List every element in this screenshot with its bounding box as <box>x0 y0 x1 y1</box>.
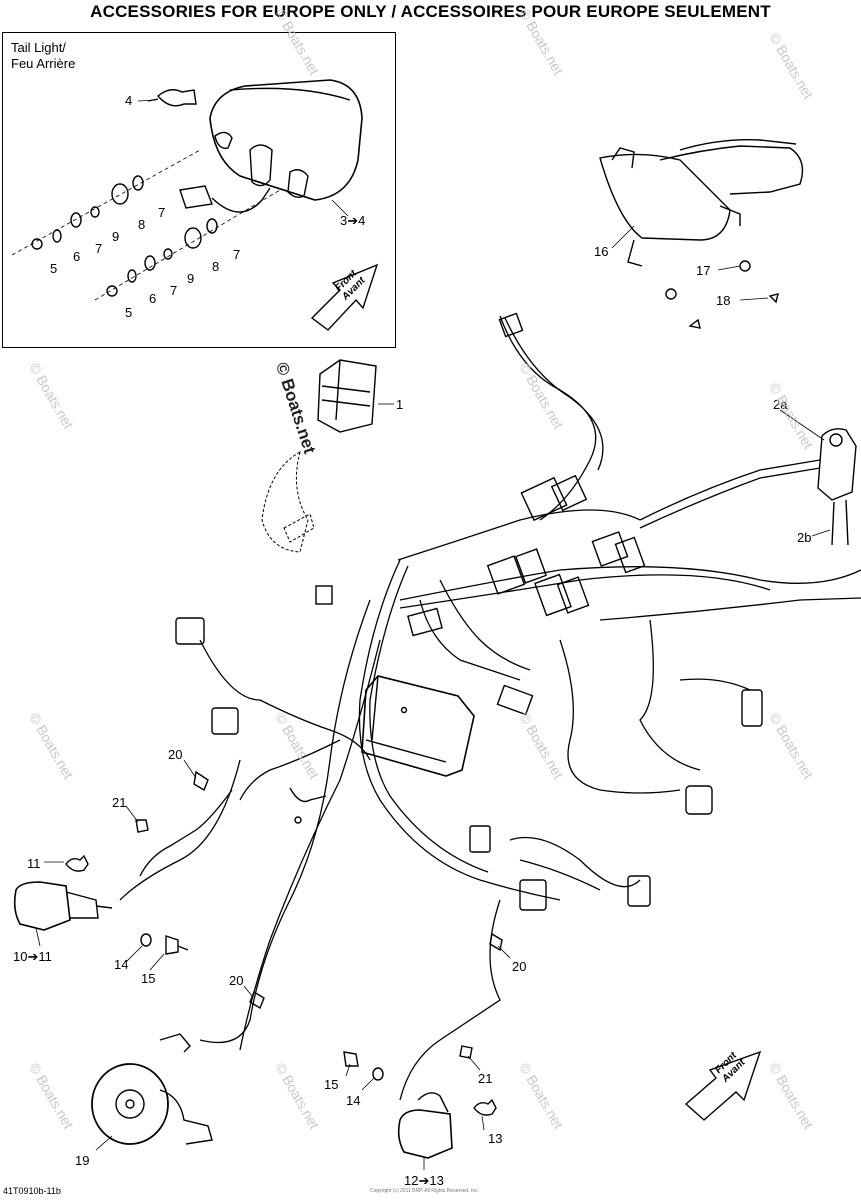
callout-3-to-4: 3➔4 <box>340 213 366 228</box>
main-front-arrow <box>684 1050 762 1121</box>
copyright-note: Copyright (c) 2011 BRP. All Rights Reser… <box>370 1188 480 1194</box>
callout-12-to-13: 12➔13 <box>404 1173 444 1188</box>
callout-8b: 8 <box>212 259 220 274</box>
callout-16: 16 <box>594 244 609 259</box>
connector-cluster <box>407 474 646 716</box>
bulb-11 <box>65 854 89 872</box>
callout-5a: 5 <box>50 261 58 276</box>
callout-4: 4 <box>125 93 133 108</box>
relay <box>317 359 377 433</box>
callout-15b: 15 <box>324 1077 339 1092</box>
callout-18: 18 <box>716 293 731 308</box>
callout-1: 1 <box>396 397 404 412</box>
bulb-13 <box>473 1098 497 1116</box>
turn-signal-right <box>397 1092 453 1159</box>
callout-7b: 7 <box>158 205 166 220</box>
callout-9b: 9 <box>187 271 195 286</box>
callout-6a: 6 <box>73 249 81 264</box>
callout-19: 19 <box>75 1153 90 1168</box>
tail-light-inset: Tail Light/ Feu Arrière <box>2 32 396 348</box>
grommet-14-15-right <box>343 1051 384 1081</box>
turn-signal-left <box>13 881 113 931</box>
callout-8a: 8 <box>138 217 146 232</box>
diagram-title: ACCESSORIES FOR EUROPE ONLY / ACCESSOIRE… <box>90 2 771 21</box>
callout-15a: 15 <box>141 971 156 986</box>
ignition-switch <box>817 428 857 546</box>
callout-10-to-11: 10➔11 <box>13 949 52 964</box>
inset-heading-line2: Feu Arrière <box>11 56 76 71</box>
inset-heading-line1: Tail Light/ <box>11 40 66 55</box>
callout-2a: 2a <box>773 397 788 412</box>
figure-reference: 41T0910b-11b <box>3 1186 61 1196</box>
callout-9a: 9 <box>112 229 120 244</box>
fastener-stack-lower <box>94 189 281 301</box>
headlight-bracket <box>599 139 804 267</box>
callout-14b: 14 <box>346 1093 361 1108</box>
bracket-screws <box>665 260 779 329</box>
callout-7c: 7 <box>170 283 178 298</box>
tail-light-bulb <box>147 89 197 107</box>
callout-20a: 20 <box>168 747 183 762</box>
callout-13: 13 <box>488 1131 503 1146</box>
callout-5b: 5 <box>125 305 133 320</box>
callout-7a: 7 <box>95 241 103 256</box>
callout-11: 11 <box>27 856 41 871</box>
wiring-harness <box>119 315 861 1101</box>
inset-front-arrow <box>310 263 379 331</box>
callout-6b: 6 <box>149 291 157 306</box>
callout-21a: 21 <box>112 795 127 810</box>
fastener-stack-upper <box>11 149 201 256</box>
clips <box>135 770 503 1059</box>
callout-14a: 14 <box>114 957 129 972</box>
callout-2b: 2b <box>797 530 812 545</box>
callout-20b: 20 <box>229 973 244 988</box>
callout-7d: 7 <box>233 247 241 262</box>
ecu-module <box>361 675 475 777</box>
callout-17: 17 <box>696 263 711 278</box>
side-connectors <box>175 312 763 911</box>
grommet-14-15-left <box>140 933 189 955</box>
callout-21b: 21 <box>478 1071 493 1086</box>
horn <box>91 1033 213 1145</box>
relay-connector-dashed <box>261 450 315 553</box>
tail-light-housing <box>179 79 363 213</box>
callout-20c: 20 <box>512 959 527 974</box>
leader-lines <box>35 99 831 1170</box>
